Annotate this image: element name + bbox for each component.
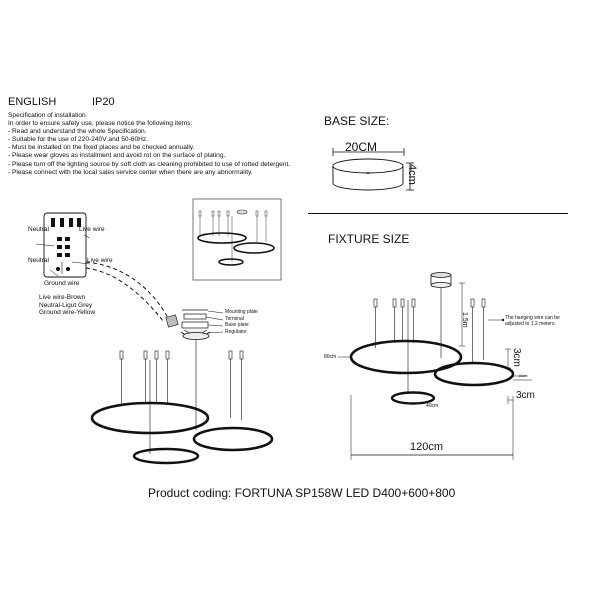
spec-line: - Please turn off the lighting source by… xyxy=(8,160,291,168)
product-coding: Product coding: FORTUNA SP158W LED D400+… xyxy=(148,486,456,500)
base-size-title: BASE SIZE: xyxy=(324,114,390,128)
base-plate-label: Base plate xyxy=(225,322,249,328)
terminal-label: Terminal xyxy=(225,315,244,322)
specification-block: Specification of installation In order t… xyxy=(8,112,308,177)
section-divider xyxy=(308,213,568,214)
spec-line: - Please wear gloves as installment and … xyxy=(8,152,226,160)
fixture-width-label: 120cm xyxy=(410,441,444,453)
ground-wire-label: Ground wire xyxy=(44,280,80,287)
spec-line: - Must be installed on the fixed places … xyxy=(8,144,195,152)
spec-line: - Read and understand the whole Specific… xyxy=(8,128,147,136)
spec-line: - Suitable for the use of 220-240V and 5… xyxy=(8,136,149,144)
fixture-size-title: FIXTURE SIZE xyxy=(328,232,410,246)
mounting-plate-label: Mounting plate xyxy=(225,309,258,315)
legend-neutral: Neutral-Ligut Grey xyxy=(39,301,93,309)
legend-ground: Ground wire-Yellow xyxy=(39,309,96,316)
base-width-label: 20CM xyxy=(345,140,378,154)
neutral-label-1: Neutral xyxy=(28,226,49,233)
spec-line: In order to ensure safety use, please no… xyxy=(8,120,193,128)
ip-rating: IP20 xyxy=(92,96,115,108)
spec-line: - Please connect with the local sales se… xyxy=(8,168,253,176)
neutral-label-2: Neutral xyxy=(28,257,49,264)
ring-width-label: 3cm xyxy=(516,390,535,401)
regulator-label: Regulator xyxy=(225,328,247,335)
ring-40-label: 40cm xyxy=(426,403,439,409)
hanging-wire-note: The hanging wire can be adjusted to 1.2 … xyxy=(505,315,560,327)
mounting-labels: Mounting plate Terminal Base plate Regul… xyxy=(225,309,258,335)
live-wire-label-1: Live wire xyxy=(79,226,105,233)
ring-80-label: 80cm xyxy=(324,354,337,360)
legend-live: Live wire-Brown xyxy=(39,294,86,301)
ring-60-callout: 60cm xyxy=(519,374,528,378)
language-label: ENGLISH xyxy=(8,96,57,108)
live-wire-label-2: Live wire xyxy=(87,257,113,264)
wire-color-legend: Live wire-Brown Neutral-Ligut Grey Groun… xyxy=(39,294,95,317)
spec-title: Specification of installation xyxy=(8,112,86,119)
